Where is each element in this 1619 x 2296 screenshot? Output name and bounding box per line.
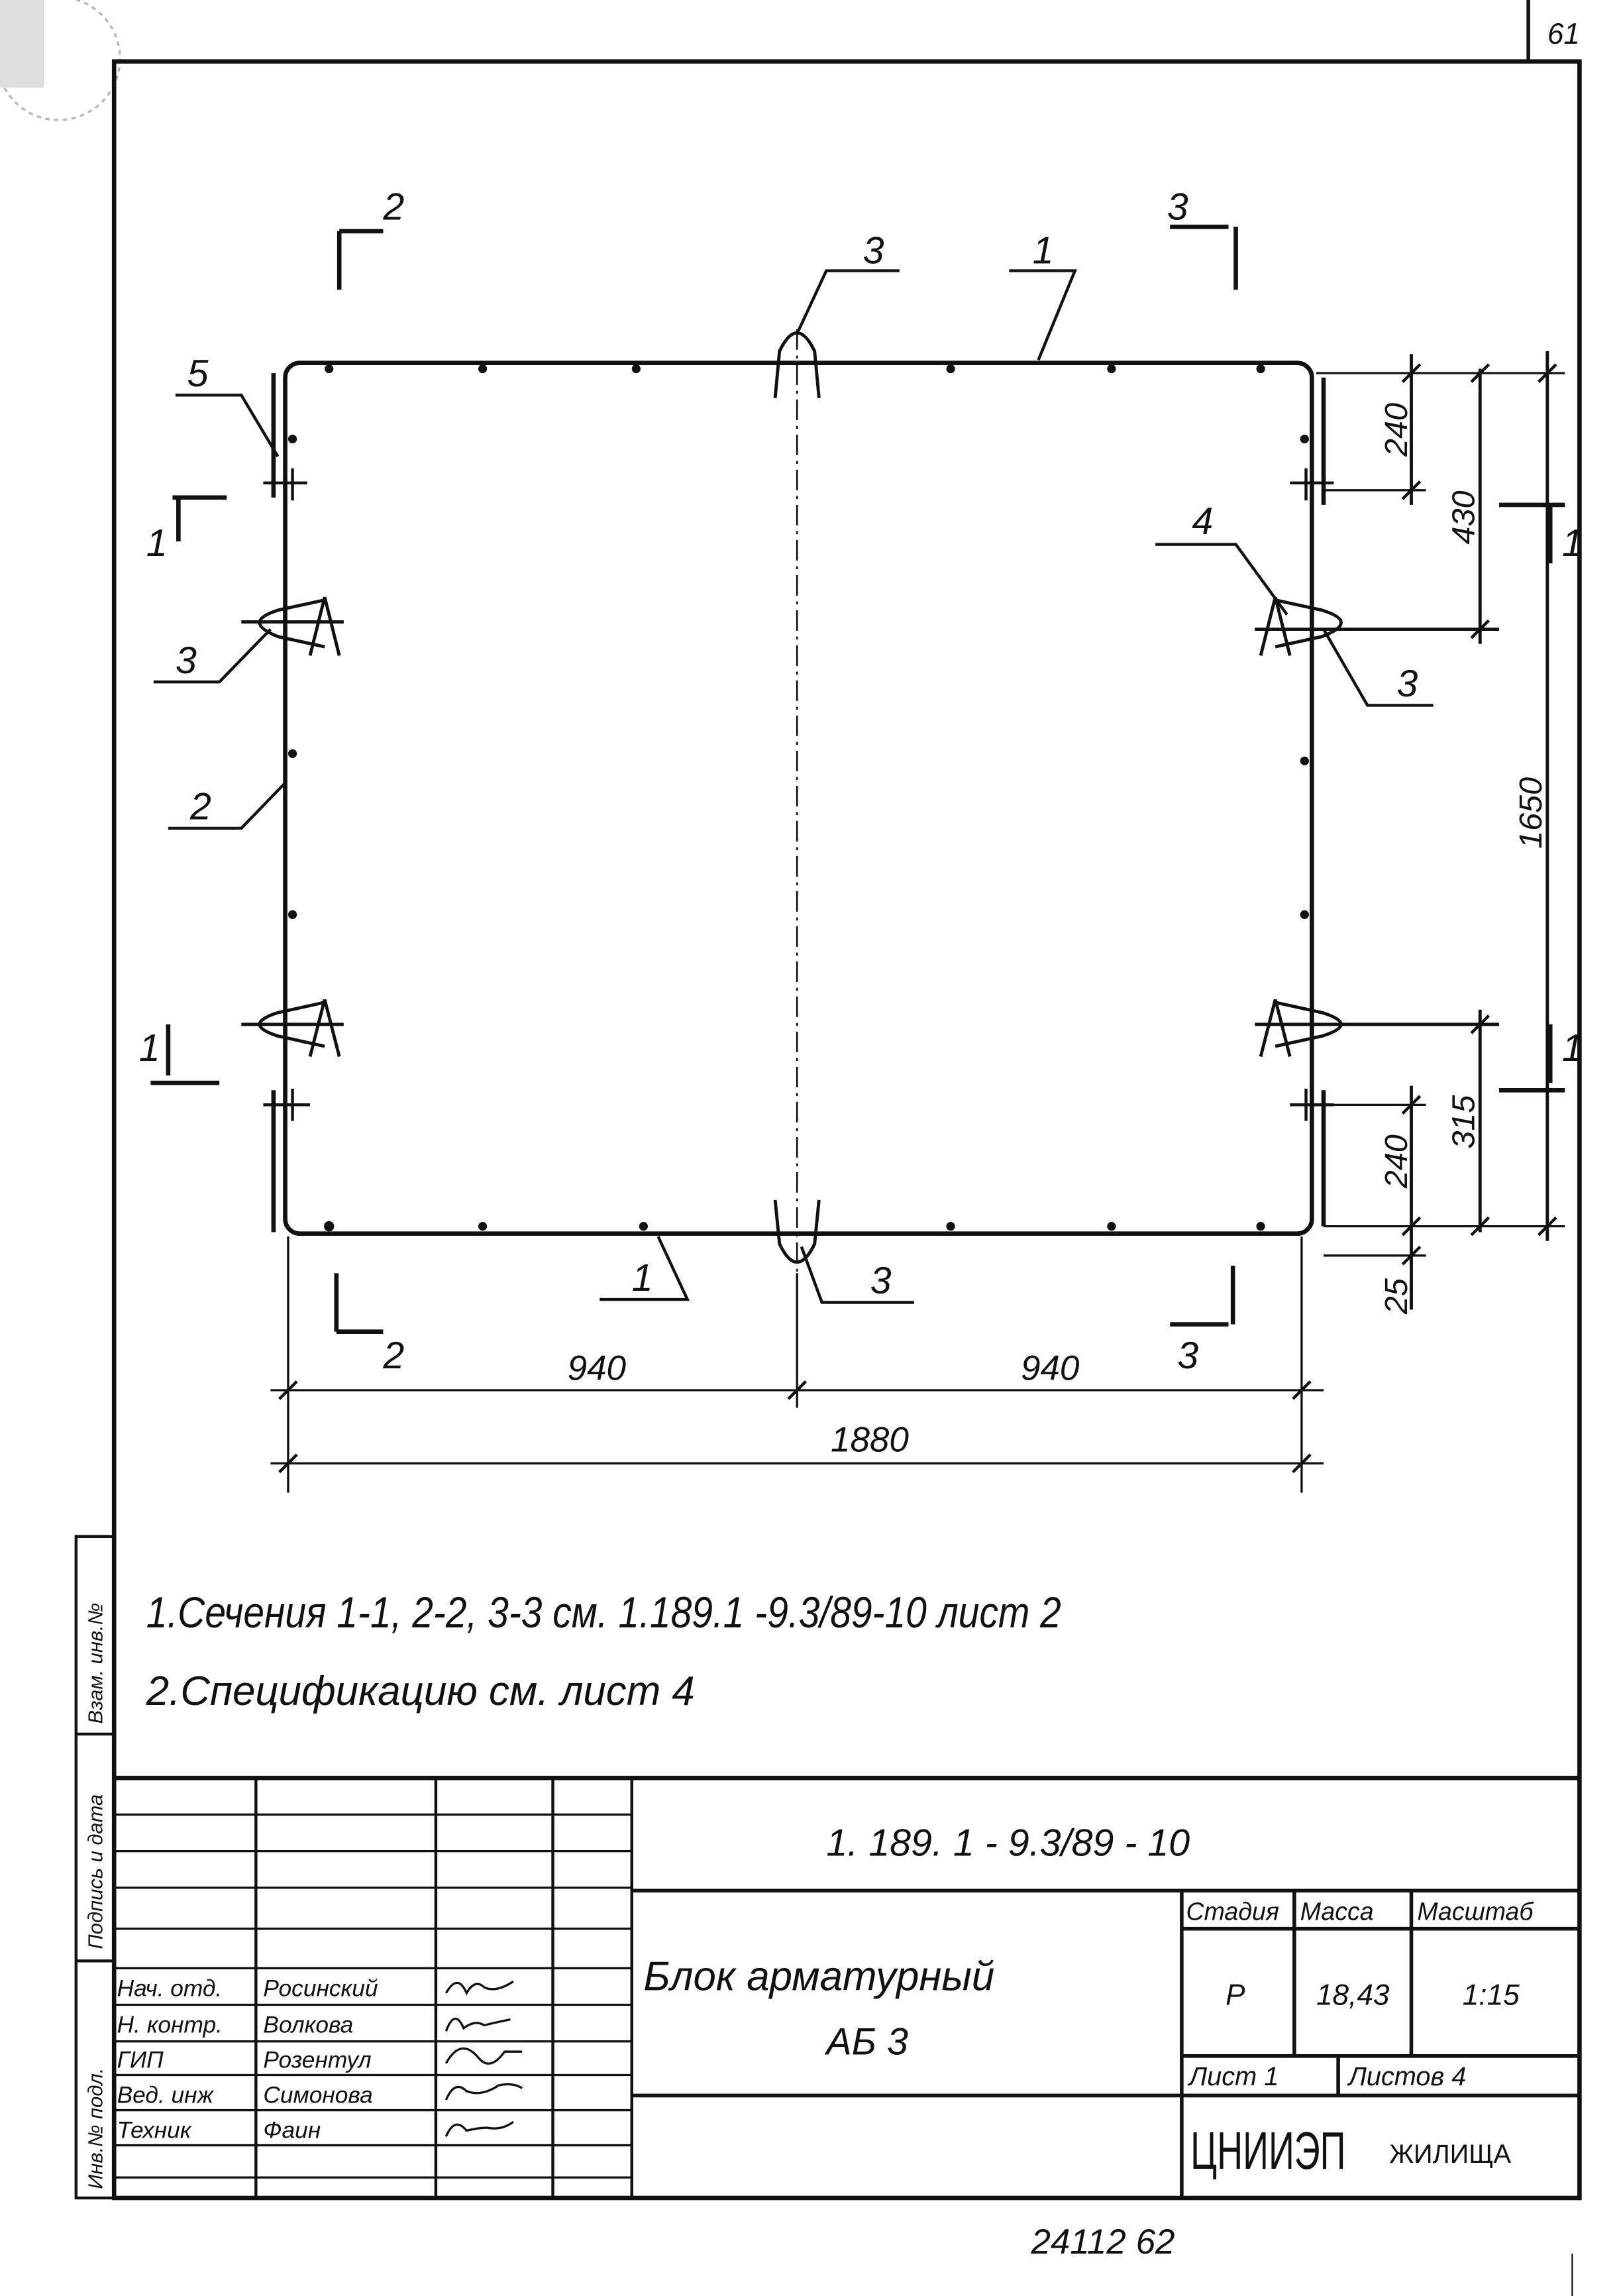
side-signature-date: Подпись и дата — [84, 1794, 107, 1949]
signatory-role: Нач. отд. — [117, 1975, 223, 2001]
position-leaders: 1 3 5 3 2 4 3 1 3 — [153, 230, 1434, 1304]
section-label: 1 — [1562, 522, 1583, 565]
sheet-corner-number: 61 — [1547, 18, 1580, 50]
block-plan — [241, 329, 1499, 1274]
leader-label: 3 — [176, 639, 197, 682]
dimensions: 940 940 1880 240 430 1650 315 240 25 — [270, 351, 1565, 1493]
sheet-frame — [111, 59, 1582, 2201]
organization-suffix: ЖИЛИЩА — [1389, 2140, 1511, 2169]
dimension-text: 25 — [1379, 1278, 1414, 1315]
header-mass: Масса — [1300, 1897, 1374, 1925]
dimension-text: 940 — [568, 1349, 627, 1388]
header-stage: Стадия — [1186, 1897, 1279, 1925]
signatory-name: Росинский — [263, 1975, 378, 2001]
dimension-text: 940 — [1021, 1349, 1080, 1388]
side-strip: Взам. инв.№ Подпись и дата Инв.№ подл. — [74, 1535, 116, 2200]
section-label: 1 — [139, 1027, 160, 1069]
section-marks: 2 3 2 3 1 1 1 1 — [139, 186, 1583, 1377]
signatory-name: Симонова — [263, 2082, 372, 2108]
dimension-text: 240 — [1379, 403, 1414, 457]
value-stage: Р — [1226, 1979, 1245, 2012]
signatory-name: Розентул — [263, 2047, 371, 2073]
dimension-text: 315 — [1445, 1095, 1481, 1149]
product-name: Блок арматурный — [643, 1953, 994, 1999]
archive-stamp — [0, 0, 121, 121]
signatories: Нач. отд. Росинский Н. контр. Волкова ГИ… — [117, 1975, 523, 2143]
leader-label: 4 — [1192, 500, 1213, 543]
signatory-role: Н. контр. — [117, 2012, 223, 2038]
side-orig-inv: Инв.№ подл. — [84, 2068, 107, 2189]
bottom-code: 24112 62 — [1030, 2222, 1175, 2262]
title-block: 1. 189. 1 - 9.3/89 - 10 Блок арматурный … — [114, 1775, 1580, 2199]
section-label: 3 — [1167, 186, 1188, 228]
organization-logo: ЦНИИЭП — [1190, 2122, 1345, 2181]
signatory-name: Фаин — [263, 2117, 321, 2143]
value-scale: 1:15 — [1463, 1979, 1520, 2012]
dimension-text: 1650 — [1513, 777, 1549, 849]
sheets-total: Листов 4 — [1347, 2062, 1467, 2091]
section-label: 2 — [382, 186, 404, 228]
section-label: 1 — [1562, 1027, 1583, 1069]
note-1: 1.Сечения 1-1, 2-2, 3-3 см. 1.189.1 -9.3… — [146, 1588, 1061, 1637]
leader-label: 3 — [1396, 663, 1418, 705]
dimension-text: 430 — [1445, 490, 1481, 544]
dimension-text: 1880 — [831, 1421, 909, 1460]
leader-label: 1 — [632, 1257, 653, 1299]
dimension-text: 240 — [1379, 1134, 1414, 1189]
leader-label: 3 — [863, 230, 884, 272]
side-replace-inv: Взам. инв.№ — [84, 1603, 107, 1724]
sheet-number: Лист 1 — [1187, 2062, 1279, 2091]
section-label: 2 — [382, 1335, 404, 1377]
note-2: 2.Спецификацию см. лист 4 — [146, 1668, 695, 1714]
section-label: 1 — [146, 522, 168, 565]
leader-label: 1 — [1033, 230, 1054, 272]
handwritten-signatures — [444, 1980, 523, 2137]
product-code: АБ 3 — [824, 2021, 908, 2063]
signatory-name: Волкова — [263, 2012, 353, 2038]
header-scale: Масштаб — [1417, 1897, 1534, 1925]
leader-label: 3 — [870, 1260, 892, 1302]
signatory-role: Вед. инж — [117, 2082, 215, 2108]
designation: 1. 189. 1 - 9.3/89 - 10 — [826, 1822, 1190, 1864]
leader-label: 2 — [189, 786, 211, 828]
value-mass: 18,43 — [1316, 1979, 1390, 2012]
leader-label: 5 — [187, 353, 209, 395]
section-label: 3 — [1177, 1335, 1198, 1377]
signatory-role: Техник — [117, 2117, 192, 2143]
signatory-role: ГИП — [117, 2047, 164, 2073]
